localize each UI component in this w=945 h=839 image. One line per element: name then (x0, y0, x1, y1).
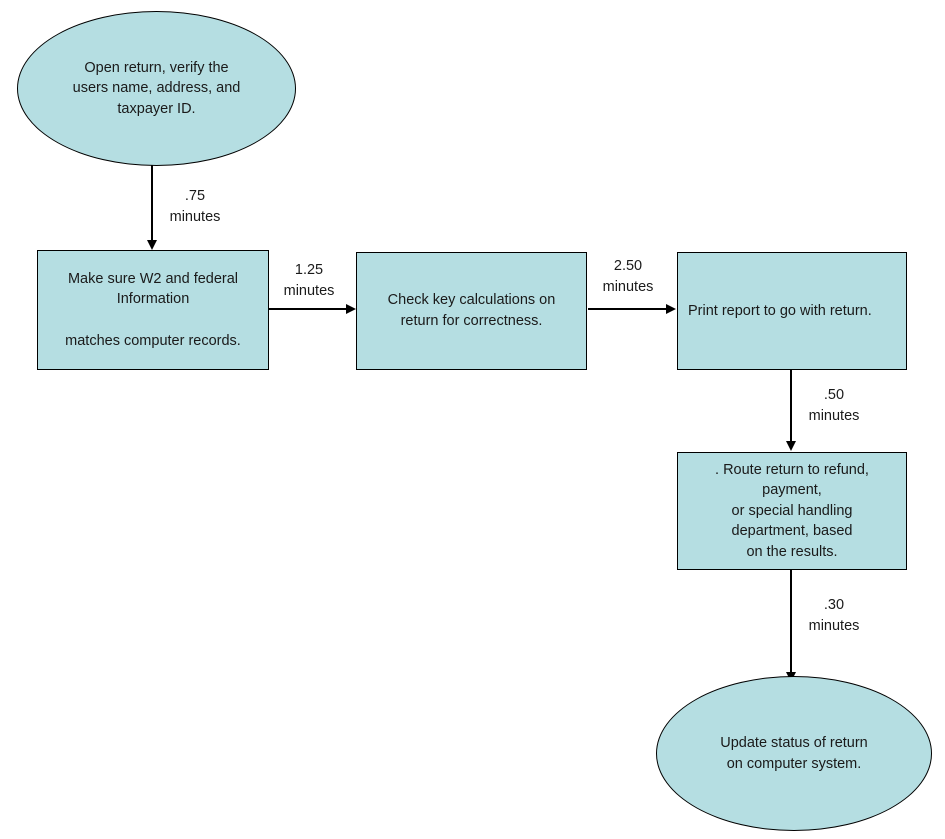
node-print-report[interactable]: Print report to go with return. (677, 252, 907, 370)
arrowhead-start-to-verify (146, 240, 157, 250)
node-verify-label: Make sure W2 and federal Information mat… (65, 270, 241, 349)
connector-check-to-print (588, 308, 668, 310)
node-print-label: Print report to go with return. (688, 302, 872, 319)
connector-start-to-verify (151, 165, 153, 243)
node-start-open-return[interactable]: Open return, verify the users name, addr… (17, 11, 296, 166)
node-start-label: Open return, verify the users name, addr… (72, 59, 241, 117)
node-verify-w2-federal-info[interactable]: Make sure W2 and federal Information mat… (37, 250, 269, 370)
arrowhead-verify-to-check (346, 303, 356, 314)
arrowhead-print-to-route (785, 441, 796, 451)
connector-route-to-end (790, 570, 792, 676)
node-check-label: Check key calculations on return for cor… (387, 292, 556, 329)
node-end-update-status[interactable]: Update status of return on computer syst… (656, 676, 932, 831)
edge-label-check-to-print: 2.50 minutes (602, 258, 654, 295)
connector-print-to-route (790, 370, 792, 442)
arrowhead-check-to-print (666, 303, 676, 314)
node-end-label: Update status of return on computer syst… (720, 734, 868, 772)
edge-label-route-to-end: .30 minutes (808, 597, 860, 634)
node-check-key-calculations[interactable]: Check key calculations on return for cor… (356, 252, 587, 370)
edge-label-start-to-verify: .75 minutes (169, 188, 221, 225)
edge-label-print-to-route: .50 minutes (808, 387, 860, 424)
node-route-return[interactable]: . Route return to refund, payment, or sp… (677, 452, 907, 570)
connector-verify-to-check (269, 308, 348, 310)
edge-label-verify-to-check: 1.25 minutes (283, 262, 335, 299)
node-route-label: . Route return to refund, payment, or sp… (715, 461, 869, 560)
